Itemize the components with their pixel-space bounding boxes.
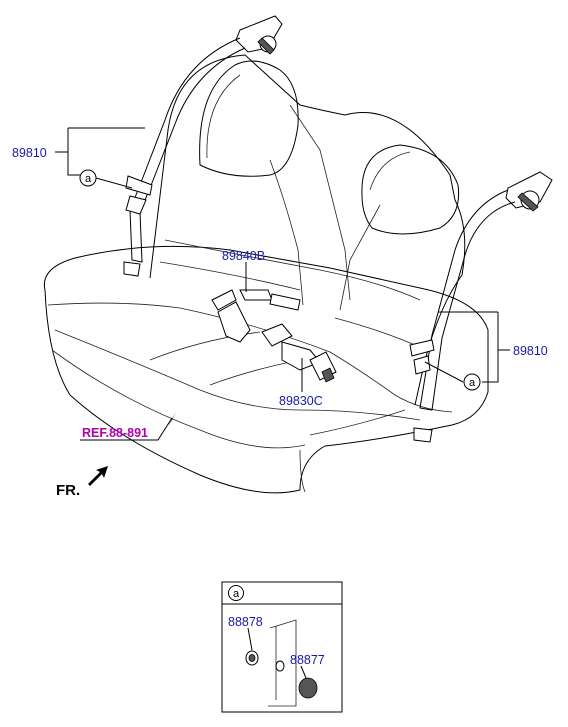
detail-box: a 88878 88877 bbox=[221, 581, 343, 713]
callout-bubble-left bbox=[79, 169, 97, 187]
label-belt-left: 89810 bbox=[12, 146, 47, 160]
label-88878: 88878 bbox=[228, 615, 263, 629]
label-88877: 88877 bbox=[290, 653, 325, 667]
left-seat-belt bbox=[123, 15, 283, 277]
detail-callout-bubble bbox=[228, 585, 244, 601]
callout-left-label: a bbox=[85, 173, 92, 185]
label-belt-right: 89810 bbox=[513, 344, 548, 358]
label-buckle-89840b: 89840B bbox=[222, 249, 265, 263]
right-seat-belt bbox=[409, 171, 553, 443]
detail-callout-label: a bbox=[233, 588, 240, 600]
callout-bubble-right bbox=[463, 373, 481, 391]
leader-lines bbox=[55, 127, 510, 441]
ref-label: REF.88-891 bbox=[82, 426, 148, 440]
front-direction-icon bbox=[88, 466, 108, 486]
front-label: FR. bbox=[56, 482, 80, 499]
label-buckle-89830c: 89830C bbox=[279, 394, 323, 408]
center-buckles bbox=[211, 289, 337, 383]
callout-right-label: a bbox=[469, 377, 476, 389]
seat-cushion bbox=[43, 245, 489, 494]
